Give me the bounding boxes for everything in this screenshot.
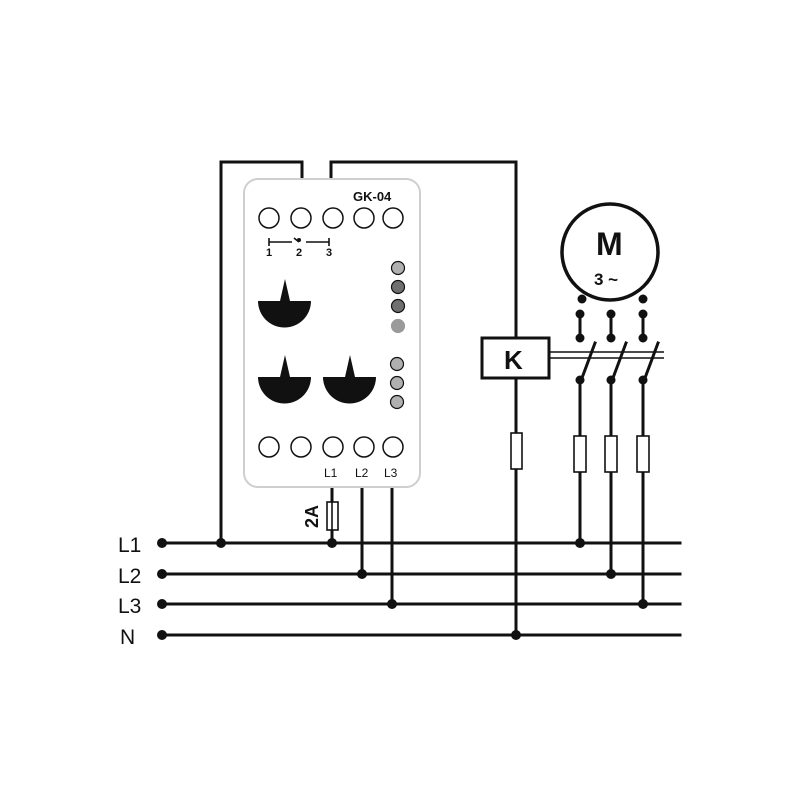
bottom-terminals <box>258 436 404 458</box>
motor-phase-label: 3 ~ <box>594 270 618 289</box>
knob-icon <box>258 279 311 328</box>
junction-dot <box>387 599 397 609</box>
motor-terminal <box>638 294 648 304</box>
led-indicators-upper <box>390 260 406 334</box>
led-indicator <box>390 279 406 295</box>
motor-power-circuit <box>573 312 660 609</box>
contactor-coil <box>480 336 551 380</box>
led-indicator <box>389 394 405 410</box>
top-terminals <box>258 207 404 229</box>
terminal-screw <box>322 207 344 229</box>
control-wiring <box>216 160 521 640</box>
junction-dot <box>216 538 226 548</box>
terminal-screw <box>382 436 404 458</box>
phase-fuse <box>636 435 650 473</box>
device-gk-04: GK-04 1 2 3 <box>243 178 421 488</box>
terminal-label-l3: L3 <box>384 466 398 480</box>
fuse-rating-label: 2A <box>302 505 322 528</box>
junction-dot <box>327 538 337 548</box>
terminal-screw <box>353 207 375 229</box>
bus-terminal-l2 <box>157 569 167 579</box>
motor-m: M 3 ~ <box>560 202 660 319</box>
contactor-main-contact <box>611 341 628 380</box>
fuse-2a: 2A <box>302 501 339 531</box>
led-indicator <box>390 318 406 334</box>
motor-housing <box>560 202 660 302</box>
led-indicators-lower <box>389 356 405 410</box>
terminal-screw <box>258 207 280 229</box>
led-indicator <box>390 260 406 276</box>
terminal-screw <box>258 436 280 458</box>
adjustment-knobs <box>258 279 376 404</box>
contact-position-2: 2 <box>296 247 302 259</box>
phase-fuse <box>604 435 618 473</box>
led-indicator <box>389 356 405 372</box>
motor-terminal <box>577 294 587 304</box>
relay-contact-symbol: 1 2 3 <box>266 237 332 259</box>
knob-icon <box>323 355 376 404</box>
contact-position-1: 1 <box>266 247 272 259</box>
bus-terminal-l1 <box>157 538 167 548</box>
contactor-k: K <box>480 336 664 380</box>
motor-label: M <box>596 226 623 262</box>
terminal-screw <box>353 436 375 458</box>
terminal-screw <box>290 207 312 229</box>
control-fuse <box>510 432 523 470</box>
contactor-main-contact <box>580 341 597 380</box>
contactor-label: K <box>504 345 523 375</box>
junction-dot <box>511 630 521 640</box>
terminal-screw <box>322 436 344 458</box>
bus-label-l1: L1 <box>118 534 141 557</box>
bus-terminal-l3 <box>157 599 167 609</box>
junction-dot <box>575 538 585 548</box>
led-indicator <box>390 298 406 314</box>
bus-label-l2: L2 <box>118 565 141 588</box>
junction-dot <box>357 569 367 579</box>
wire-device-to-contactor <box>329 160 518 340</box>
terminal-screw <box>382 207 404 229</box>
device-model-label: GK-04 <box>353 189 392 204</box>
led-indicator <box>389 375 405 391</box>
contactor-main-contact <box>643 341 660 380</box>
device-body <box>243 178 421 488</box>
phase-fuse <box>573 435 587 473</box>
terminal-screw <box>290 436 312 458</box>
bus-label-l3: L3 <box>118 595 141 618</box>
contact-position-3: 3 <box>326 247 332 259</box>
bus-label-n: N <box>120 626 135 649</box>
terminal-label-l1: L1 <box>324 466 338 480</box>
knob-icon <box>258 355 311 404</box>
wire-l1-to-device-top <box>219 160 304 545</box>
terminal-label-l2: L2 <box>355 466 369 480</box>
bus-terminal-n <box>157 630 167 640</box>
junction-dot <box>606 569 616 579</box>
junction-dot <box>638 599 648 609</box>
bus-lines: L1 L2 L3 N <box>118 534 682 649</box>
